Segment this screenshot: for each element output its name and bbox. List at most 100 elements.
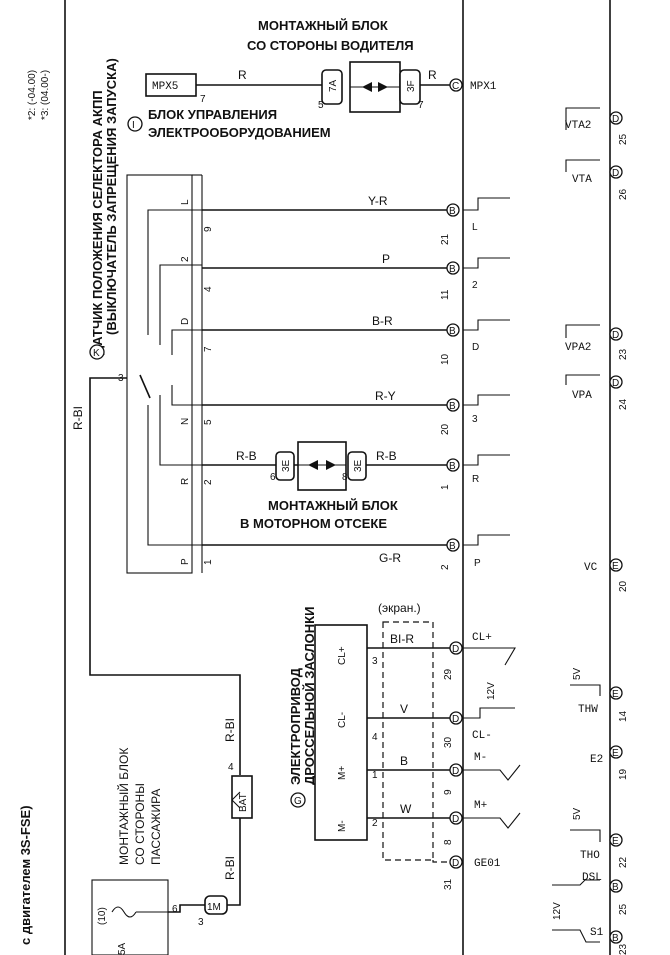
right-pin-vc: VC E 20 — [584, 558, 629, 592]
right-pin-dsl: DSL B 25 — [552, 872, 629, 915]
svg-text:DSL: DSL — [582, 872, 602, 884]
svg-text:VC: VC — [584, 562, 598, 574]
right-pin-tho: 5V THO E 22 — [570, 807, 629, 868]
arrow-icon — [308, 460, 318, 470]
svg-text:1: 1 — [440, 484, 451, 490]
sensor-body — [126, 174, 193, 574]
engine-pin-left: 6 — [270, 472, 276, 483]
svg-text:P: P — [474, 558, 481, 569]
svg-text:VTA: VTA — [572, 174, 592, 186]
electro-unit-label-1: БЛОК УПРАВЛЕНИЯ — [148, 107, 277, 122]
svg-text:E: E — [612, 689, 619, 700]
wire-y-r-label: Y-R — [368, 194, 388, 208]
svg-text:21: 21 — [440, 233, 451, 245]
engine-block-box — [297, 441, 347, 491]
passenger-conn-num: 3 — [198, 917, 204, 928]
svg-text:22: 22 — [618, 856, 629, 868]
pos-L: L — [180, 199, 191, 205]
shield-label: (экран.) — [378, 601, 421, 615]
svg-text:5V: 5V — [572, 667, 583, 680]
throttle-marker-letter: G — [294, 796, 302, 807]
wire-v-label: V — [400, 702, 408, 716]
driver-pin-right: 7 — [418, 100, 424, 111]
throttle-body — [314, 624, 368, 841]
svg-text:B: B — [612, 882, 619, 893]
pos-P: P — [180, 558, 191, 565]
engine-conn-left-label: 3E — [281, 459, 292, 472]
sensor-pin-7: 7 — [203, 346, 214, 352]
svg-text:4: 4 — [372, 732, 378, 743]
pos-D: D — [180, 318, 191, 325]
svg-text:10: 10 — [440, 353, 451, 365]
wire-r-2-label: R — [428, 68, 437, 82]
svg-text:E: E — [612, 561, 619, 572]
throttle-label-1: ЭЛЕКТРОПРИВОД — [288, 667, 303, 785]
ecu-pin-3: B 20 3 — [440, 394, 510, 435]
driver-conn-right — [399, 69, 421, 105]
sensor-marker-letter: K — [93, 348, 100, 359]
svg-text:3: 3 — [472, 414, 478, 425]
bat-box — [231, 775, 253, 819]
svg-text:D: D — [452, 644, 459, 655]
wire-b-r-label: B-R — [372, 314, 393, 328]
svg-text:VPA2: VPA2 — [565, 342, 591, 354]
svg-text:24: 24 — [618, 398, 629, 410]
wire-r-bl-2-label: R-BI — [223, 856, 237, 880]
sensor-label-1: ДАТЧИК ПОЛОЖЕНИЯ СЕЛЕКТОРА АКПП — [90, 90, 105, 355]
passenger-conn-label: 1M — [207, 902, 221, 913]
ecu-pin-p: B 2 P — [440, 534, 510, 570]
throttle-pin-m-plus: M+ — [337, 766, 348, 780]
page-title: с двигателем 3S-FSE) — [18, 805, 33, 945]
bat-num: 4 — [228, 762, 234, 773]
right-pin-e2: E2 E 19 — [590, 745, 629, 780]
svg-text:R: R — [472, 474, 479, 485]
svg-text:E2: E2 — [590, 754, 603, 766]
sensor-label-2: (ВЫКЛЮЧАТЕЛЬ ЗАПРЕЩЕНИЯ ЗАПУСКА) — [104, 58, 119, 335]
svg-text:23: 23 — [618, 348, 629, 360]
svg-text:CL+: CL+ — [472, 632, 492, 644]
engine-conn-right — [347, 451, 367, 481]
note-3: *3: (04.00-) — [40, 70, 51, 120]
svg-text:D: D — [472, 342, 479, 353]
wire-r-1-label: R — [238, 68, 247, 82]
wire-r-y-label: R-Y — [375, 389, 396, 403]
arrow-icon — [326, 460, 336, 470]
svg-text:14: 14 — [618, 710, 629, 722]
fuse-amps: 5A — [117, 942, 128, 955]
ecu-pin-d: B 10 D — [440, 319, 510, 365]
wire-r-b-2-label: R-B — [376, 449, 397, 463]
svg-text:19: 19 — [618, 768, 629, 780]
svg-text:25: 25 — [618, 903, 629, 915]
svg-text:25: 25 — [618, 133, 629, 145]
ecu-conn-c-label: C — [452, 81, 459, 92]
svg-text:D: D — [452, 766, 459, 777]
throttle-label-2: ДРОССЕЛЬНОЙ ЗАСЛОНКИ — [302, 607, 317, 785]
driver-block-label-1: МОНТАЖНЫЙ БЛОК — [258, 18, 388, 33]
wire-r-bl-1-label: R-BI — [71, 406, 85, 430]
wire-w-label: W — [400, 802, 412, 816]
sensor-pin-1: 1 — [203, 559, 214, 565]
driver-conn-right-label: 3F — [406, 80, 417, 92]
passenger-label-3: ПАССАЖИРА — [149, 789, 163, 865]
sensor-pin-9: 9 — [203, 226, 214, 232]
ecu-pin-r: B 1 R — [440, 454, 510, 490]
pos-N: N — [180, 418, 191, 425]
svg-text:D: D — [612, 168, 619, 179]
svg-text:9: 9 — [443, 789, 454, 795]
svg-text:D: D — [452, 858, 459, 869]
fuse-number: (10) — [97, 907, 108, 925]
svg-text:5V: 5V — [572, 807, 583, 820]
right-pin-vpa2: VPA2 D 23 — [565, 324, 629, 360]
svg-text:E: E — [612, 836, 619, 847]
driver-block-label-2: СО СТОРОНЫ ВОДИТЕЛЯ — [247, 38, 414, 53]
passenger-label-1: МОНТАЖНЫЙ БЛОК — [116, 748, 131, 865]
svg-text:26: 26 — [618, 188, 629, 200]
svg-text:29: 29 — [443, 668, 454, 680]
svg-text:VPA: VPA — [572, 390, 592, 402]
svg-text:20: 20 — [618, 580, 629, 592]
svg-text:31: 31 — [443, 878, 454, 890]
throttle-pin-m-minus: M- — [337, 820, 348, 832]
svg-text:L: L — [472, 222, 478, 233]
